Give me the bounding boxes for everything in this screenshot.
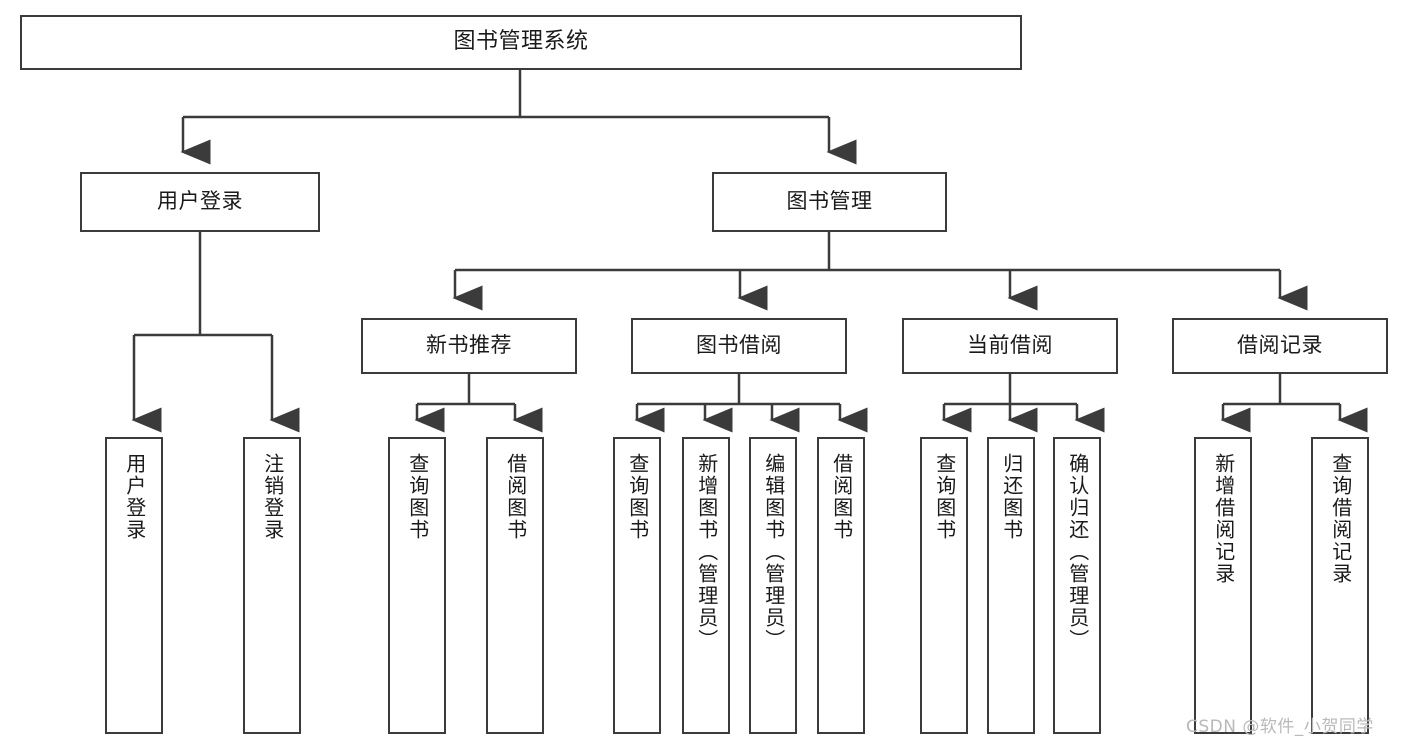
node-label: 借阅图书 [503, 453, 528, 541]
node-leaf-user-logout[interactable]: 注销登录 [243, 437, 301, 734]
node-leaf-edit-book[interactable]: 编辑图书（管理员） [749, 437, 797, 734]
node-label: 确认归还（管理员） [1065, 453, 1090, 651]
node-label: 图书管理 [786, 189, 873, 214]
node-label: 新书推荐 [426, 333, 512, 358]
node-leaf-user-login[interactable]: 用户登录 [105, 437, 163, 734]
node-leaf-query-borrow-record[interactable]: 查询借阅记录 [1311, 437, 1369, 734]
node-label: 查询图书 [932, 453, 957, 541]
node-leaf-add-borrow-record[interactable]: 新增借阅记录 [1194, 437, 1252, 734]
node-leaf-borrow-book-recommend[interactable]: 借阅图书 [486, 437, 544, 734]
node-label: 编辑图书（管理员） [761, 453, 786, 651]
node-label: 当前借阅 [967, 333, 1053, 358]
node-borrowing-record[interactable]: 借阅记录 [1172, 318, 1388, 374]
node-book-management[interactable]: 图书管理 [712, 172, 947, 232]
node-leaf-query-book-borrowing[interactable]: 查询图书 [613, 437, 661, 734]
node-leaf-add-book[interactable]: 新增图书（管理员） [682, 437, 730, 734]
node-label: 图书借阅 [696, 333, 782, 358]
node-label: 用户登录 [122, 453, 147, 541]
node-label: 查询图书 [405, 453, 430, 541]
node-label: 查询图书 [625, 453, 650, 541]
node-label: 用户登录 [157, 189, 243, 214]
node-leaf-confirm-return[interactable]: 确认归还（管理员） [1053, 437, 1101, 734]
node-new-book-recommend[interactable]: 新书推荐 [361, 318, 577, 374]
node-label: 新增图书（管理员） [694, 453, 719, 651]
node-book-borrowing[interactable]: 图书借阅 [631, 318, 847, 374]
node-leaf-query-book-current[interactable]: 查询图书 [920, 437, 968, 734]
node-user-login[interactable]: 用户登录 [80, 172, 320, 232]
node-label: 注销登录 [260, 453, 285, 541]
node-label: 借阅记录 [1237, 333, 1323, 358]
node-current-borrowing[interactable]: 当前借阅 [902, 318, 1118, 374]
node-leaf-return-book[interactable]: 归还图书 [987, 437, 1035, 734]
csdn-watermark: CSDN @软件_小贺同学 [1186, 717, 1374, 737]
node-root-book-management-system[interactable]: 图书管理系统 [20, 15, 1022, 70]
node-leaf-query-book-recommend[interactable]: 查询图书 [388, 437, 446, 734]
node-leaf-borrow-book-borrowing[interactable]: 借阅图书 [817, 437, 865, 734]
node-label: 查询借阅记录 [1328, 453, 1353, 585]
node-label: 新增借阅记录 [1211, 453, 1236, 585]
node-label: 借阅图书 [829, 453, 854, 541]
node-label: 归还图书 [999, 453, 1024, 541]
node-label: 图书管理系统 [453, 29, 589, 55]
